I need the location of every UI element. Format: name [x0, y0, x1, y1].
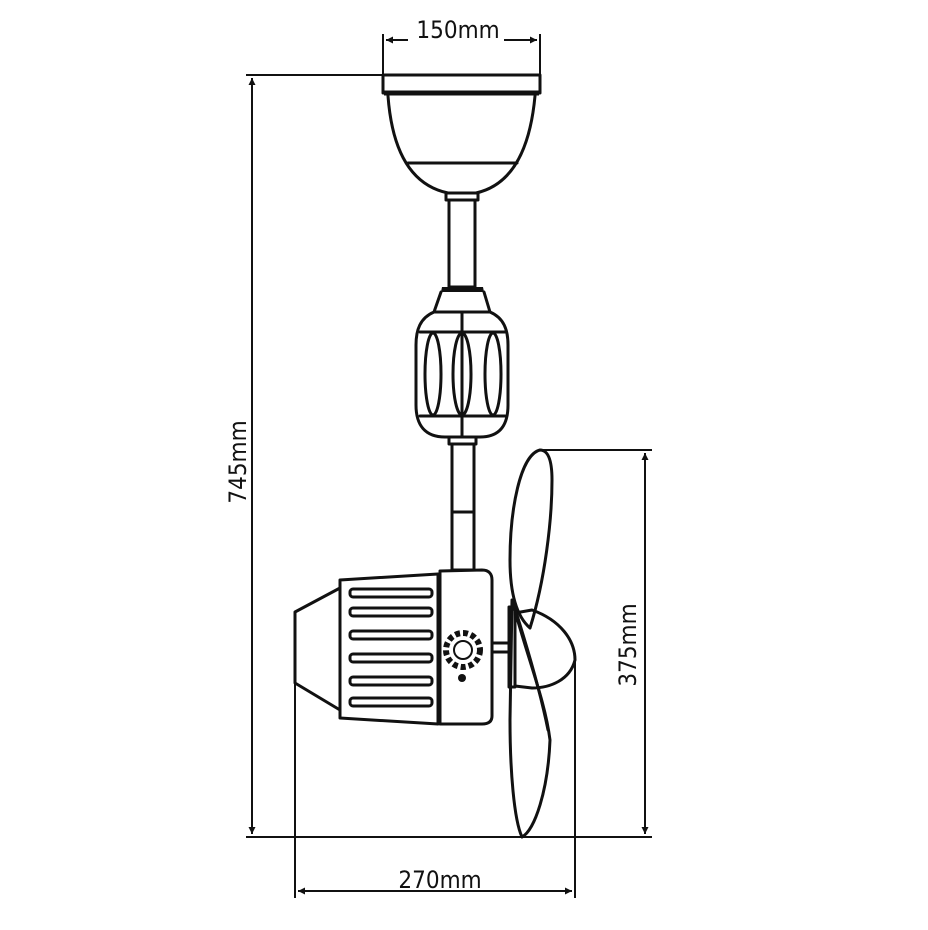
downrod-lower — [450, 442, 476, 572]
dimension-total-height: 745mm — [224, 74, 652, 838]
dimension-blade-height: 375mm — [540, 449, 652, 834]
total-height-label: 745mm — [224, 420, 252, 503]
control-knob — [443, 630, 483, 670]
total-depth-label: 270mm — [398, 866, 481, 894]
indicator-light — [458, 674, 466, 682]
vent-slots — [348, 587, 434, 708]
canopy-width-label: 150mm — [416, 16, 499, 44]
dimension-total-depth: 270mm — [294, 612, 576, 898]
dimension-canopy-width: 150mm — [382, 16, 541, 76]
ceiling-canopy — [381, 73, 542, 202]
motor-housing — [293, 568, 511, 726]
downrod-upper — [447, 198, 477, 289]
fan-blade — [507, 448, 577, 839]
blade-height-label: 375mm — [614, 603, 642, 686]
coupling-housing — [414, 287, 510, 446]
